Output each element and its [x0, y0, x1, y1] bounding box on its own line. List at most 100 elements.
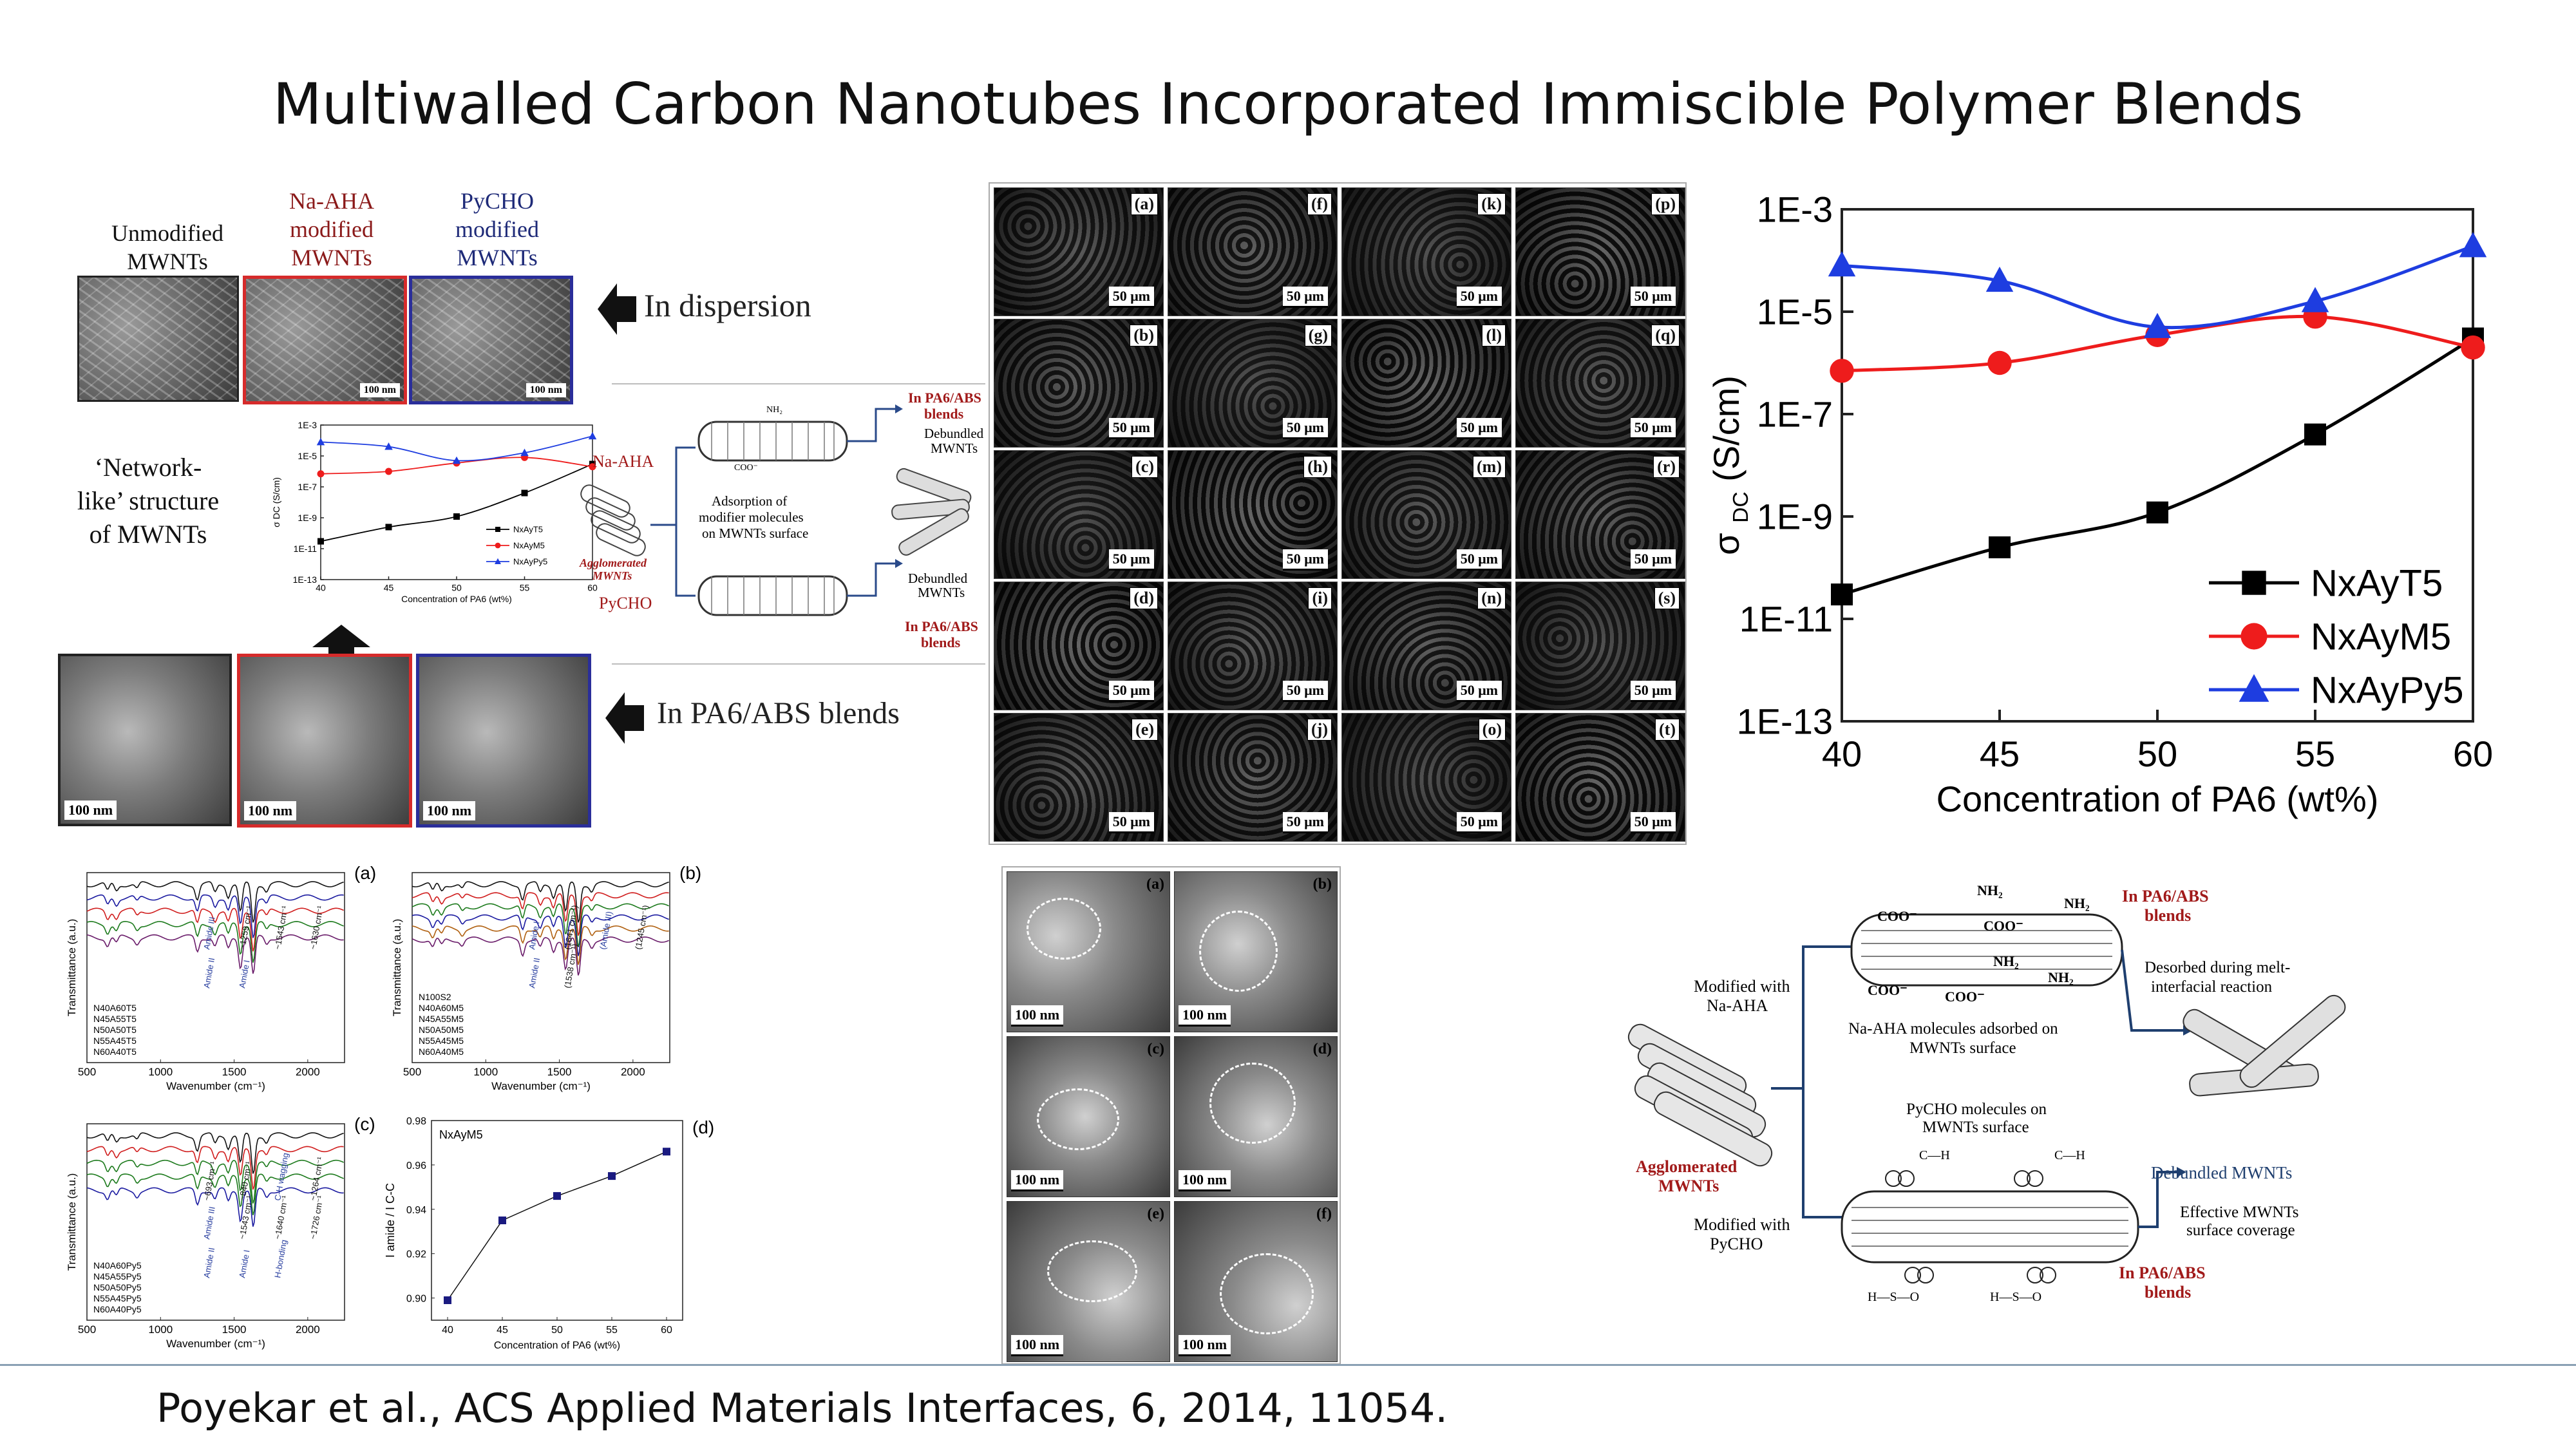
plot-frame: [431, 1120, 683, 1321]
series-line-NxAyT5: [320, 463, 593, 542]
peak-annotation: ~1640 cm⁻¹: [272, 1195, 290, 1240]
spectrum-line: [86, 1146, 344, 1190]
scale-bar: 50 μm: [1456, 549, 1502, 571]
svg-text:Modified with: Modified with: [1694, 1215, 1790, 1234]
scale-bar: 50 μm: [1630, 681, 1676, 702]
data-point: [498, 1217, 506, 1224]
svg-text:MWNTs surface: MWNTs surface: [1922, 1119, 2029, 1136]
svg-text:In PA6/ABS: In PA6/ABS: [2119, 1264, 2206, 1282]
data-point: [1828, 251, 1856, 277]
legend-label: N55A45M5: [419, 1036, 464, 1046]
svg-text:NH₂: NH₂: [1993, 953, 2019, 969]
scale-bar: 100 nm: [359, 383, 400, 397]
header-na-aha: Na-AHA modified MWNTs: [289, 188, 374, 270]
data-point: [316, 437, 325, 446]
legend-label: NxAyT5: [2311, 562, 2443, 604]
legend-label: N50A50Py5: [93, 1282, 142, 1293]
panel-label: (d): [1130, 587, 1158, 609]
y-tick-label: 0.98: [406, 1116, 426, 1127]
plot-frame: [86, 1123, 345, 1321]
x-tick-label: 60: [2453, 734, 2492, 774]
tem-micrograph: (c)100 nm: [1007, 1036, 1170, 1197]
scale-bar: 50 μm: [1630, 812, 1676, 833]
svg-text:Na-AHA molecules adsorbed on: Na-AHA molecules adsorbed on: [1848, 1020, 2058, 1037]
svg-text:C—H: C—H: [1919, 1148, 1950, 1162]
sem-micrograph: (h)50 μm: [1168, 450, 1338, 579]
tem-micrograph: (f)100 nm: [1174, 1201, 1338, 1362]
data-point: [385, 524, 392, 531]
x-tick-label: 45: [1980, 734, 2020, 774]
x-tick-label: 45: [384, 583, 394, 593]
scale-bar: 100 nm: [1179, 1170, 1231, 1191]
legend-label: N50A50M5: [419, 1025, 464, 1035]
y-tick-label: 1E-5: [298, 451, 317, 461]
panel-label: (b): [1312, 876, 1332, 893]
panel-label: (j): [1307, 719, 1332, 741]
panel-label: (h): [1303, 456, 1332, 478]
svg-text:blends: blends: [924, 406, 964, 422]
svg-text:COO⁻: COO⁻: [1868, 982, 1908, 998]
legend-label: N40A60Py5: [93, 1260, 142, 1271]
x-axis-label: Wavenumber (cm⁻¹): [491, 1080, 591, 1092]
data-point: [1830, 359, 1854, 383]
panel-tag: (c): [354, 1114, 375, 1134]
scale-bar: 50 μm: [1282, 418, 1328, 439]
sem-micrograph: (j) 50 μm: [1168, 713, 1338, 842]
panel-label: (n): [1477, 587, 1506, 609]
panel-label: (e): [1147, 1206, 1164, 1222]
sem-micrograph: (i)50 μm: [1168, 582, 1338, 710]
panel-label: (q): [1651, 325, 1680, 346]
x-tick-label: 50: [2137, 734, 2177, 774]
panel-label: (f): [1307, 193, 1332, 215]
dashed-region: [1199, 911, 1278, 992]
x-tick-label: 55: [606, 1325, 618, 1336]
scale-bar: 50 μm: [1630, 287, 1676, 308]
sem-micrograph: (l)50 μm: [1341, 319, 1511, 448]
spectrum-line: [86, 894, 344, 938]
panel-label: (i): [1308, 587, 1332, 609]
scale-bar: 100 nm: [423, 801, 476, 820]
mwnt-tube: [1841, 1190, 2139, 1264]
legend-label: NxAyPy5: [513, 557, 547, 567]
mechanism-diagram-small: Na-AHA Agglomerated MWNTs PyCHO NH₂ COO⁻…: [579, 390, 984, 650]
panel-top-left: Unmodified MWNTs Na-AHA modified MWNTs P…: [58, 180, 985, 837]
peak-annotation: H-bonding: [272, 1239, 289, 1279]
legend-label: N100S2: [419, 992, 451, 1002]
svg-text:Effective MWNTs: Effective MWNTs: [2180, 1204, 2299, 1221]
svg-text:In PA6/ABS: In PA6/ABS: [2122, 887, 2209, 905]
svg-text:interfacial reaction: interfacial reaction: [2151, 978, 2273, 996]
legend-label: N40A60T5: [93, 1003, 137, 1013]
legend-label: NxAyPy5: [2311, 669, 2463, 711]
svg-text:blends: blends: [921, 634, 961, 650]
spectrum-line: [412, 881, 669, 923]
y-tick-label: 1E-13: [1737, 701, 1833, 742]
legend-label: N40A60M5: [419, 1003, 464, 1013]
scale-bar: 100 nm: [64, 800, 117, 820]
sem-micrograph: (q)50 μm: [1515, 319, 1685, 448]
plot-frame: [412, 872, 670, 1063]
sem-micrograph: (e)50 μm: [994, 713, 1164, 842]
panel-label: (c): [1132, 456, 1158, 478]
x-tick-label: 1500: [222, 1323, 247, 1336]
spectrum-line: [86, 921, 344, 963]
data-point: [588, 431, 597, 440]
panel-label: (f): [1316, 1206, 1332, 1222]
panel-label: (a): [1130, 193, 1158, 215]
panel-label: (d): [1312, 1041, 1332, 1057]
spectrum-line: [86, 881, 344, 923]
svg-text:COO⁻: COO⁻: [1877, 908, 1917, 924]
svg-text:modifier molecules: modifier molecules: [699, 509, 804, 525]
scale-bar: 50 μm: [1456, 418, 1502, 439]
scale-bar: 100 nm: [244, 801, 297, 820]
svg-text:blends: blends: [2145, 906, 2191, 925]
scale-bar: 100 nm: [1179, 1005, 1231, 1027]
scale-bar: 50 μm: [1282, 812, 1328, 833]
sem-micrograph: (n)50 μm: [1341, 582, 1511, 710]
svg-text:Adsorption of: Adsorption of: [712, 493, 787, 509]
y-tick-label: 1E-11: [294, 544, 317, 554]
legend-label: N55A45Py5: [93, 1293, 142, 1303]
legend-label: N60A40M5: [419, 1046, 464, 1057]
peak-annotation: Amide II: [202, 957, 216, 989]
